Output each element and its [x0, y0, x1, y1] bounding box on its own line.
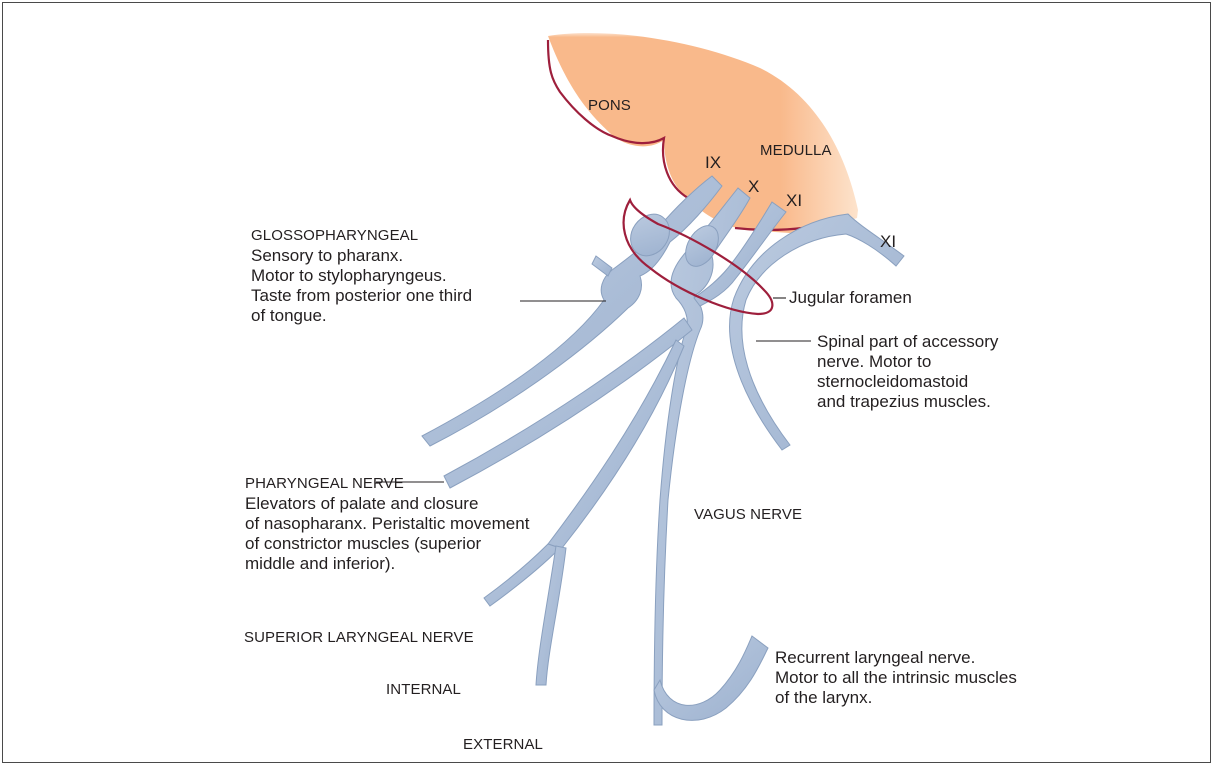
jugular-foramen-label: Jugular foramen — [789, 288, 912, 308]
spinal-accessory-callout: Spinal part of accessory nerve. Motor to… — [817, 332, 998, 412]
pharyngeal-nerve-line: middle and inferior). — [245, 554, 529, 574]
glossopharyngeal-title: GLOSSOPHARYNGEAL — [251, 226, 472, 246]
spinal-accessory-line: Spinal part of accessory — [817, 332, 998, 352]
ix-label: IX — [705, 153, 721, 173]
pharyngeal-nerve-line: of nasopharanx. Peristaltic movement — [245, 514, 529, 534]
xi-root-label: XI — [786, 191, 802, 211]
recurrent-laryngeal-line: Recurrent laryngeal nerve. — [775, 648, 1017, 668]
recurrent-laryngeal-nerve — [654, 636, 768, 720]
x-label: X — [748, 177, 759, 197]
internal-label: INTERNAL — [386, 681, 461, 698]
pons-label: PONS — [588, 97, 631, 114]
glossopharyngeal-line: Sensory to pharanx. — [251, 246, 472, 266]
recurrent-laryngeal-line: of the larynx. — [775, 688, 1017, 708]
pharyngeal-nerve-line: of constrictor muscles (superior — [245, 534, 529, 554]
external-label: EXTERNAL — [463, 736, 543, 753]
medulla-label: MEDULLA — [760, 142, 832, 159]
pharyngeal-nerve-line: Elevators of palate and closure — [245, 494, 529, 514]
glossopharyngeal-line: Taste from posterior one third — [251, 286, 472, 306]
external-branch — [536, 546, 566, 685]
recurrent-laryngeal-line: Motor to all the intrinsic muscles — [775, 668, 1017, 688]
superior-laryngeal-label: SUPERIOR LARYNGEAL NERVE — [244, 629, 474, 646]
pharyngeal-nerve-title: PHARYNGEAL NERVE — [245, 474, 529, 494]
glossopharyngeal-line: of tongue. — [251, 306, 472, 326]
pharyngeal-nerve-callout: PHARYNGEAL NERVE Elevators of palate and… — [245, 474, 529, 574]
glossopharyngeal-callout: GLOSSOPHARYNGEAL Sensory to pharanx. Mot… — [251, 226, 472, 326]
xi-spinal-label: XI — [880, 232, 896, 252]
nerves — [422, 176, 904, 725]
spinal-accessory-line: sternocleidomastoid — [817, 372, 998, 392]
spinal-accessory-line: nerve. Motor to — [817, 352, 998, 372]
vagus-nerve-label: VAGUS NERVE — [694, 506, 802, 523]
recurrent-laryngeal-callout: Recurrent laryngeal nerve. Motor to all … — [775, 648, 1017, 708]
spinal-accessory-line: and trapezius muscles. — [817, 392, 998, 412]
glossopharyngeal-line: Motor to stylopharyngeus. — [251, 266, 472, 286]
